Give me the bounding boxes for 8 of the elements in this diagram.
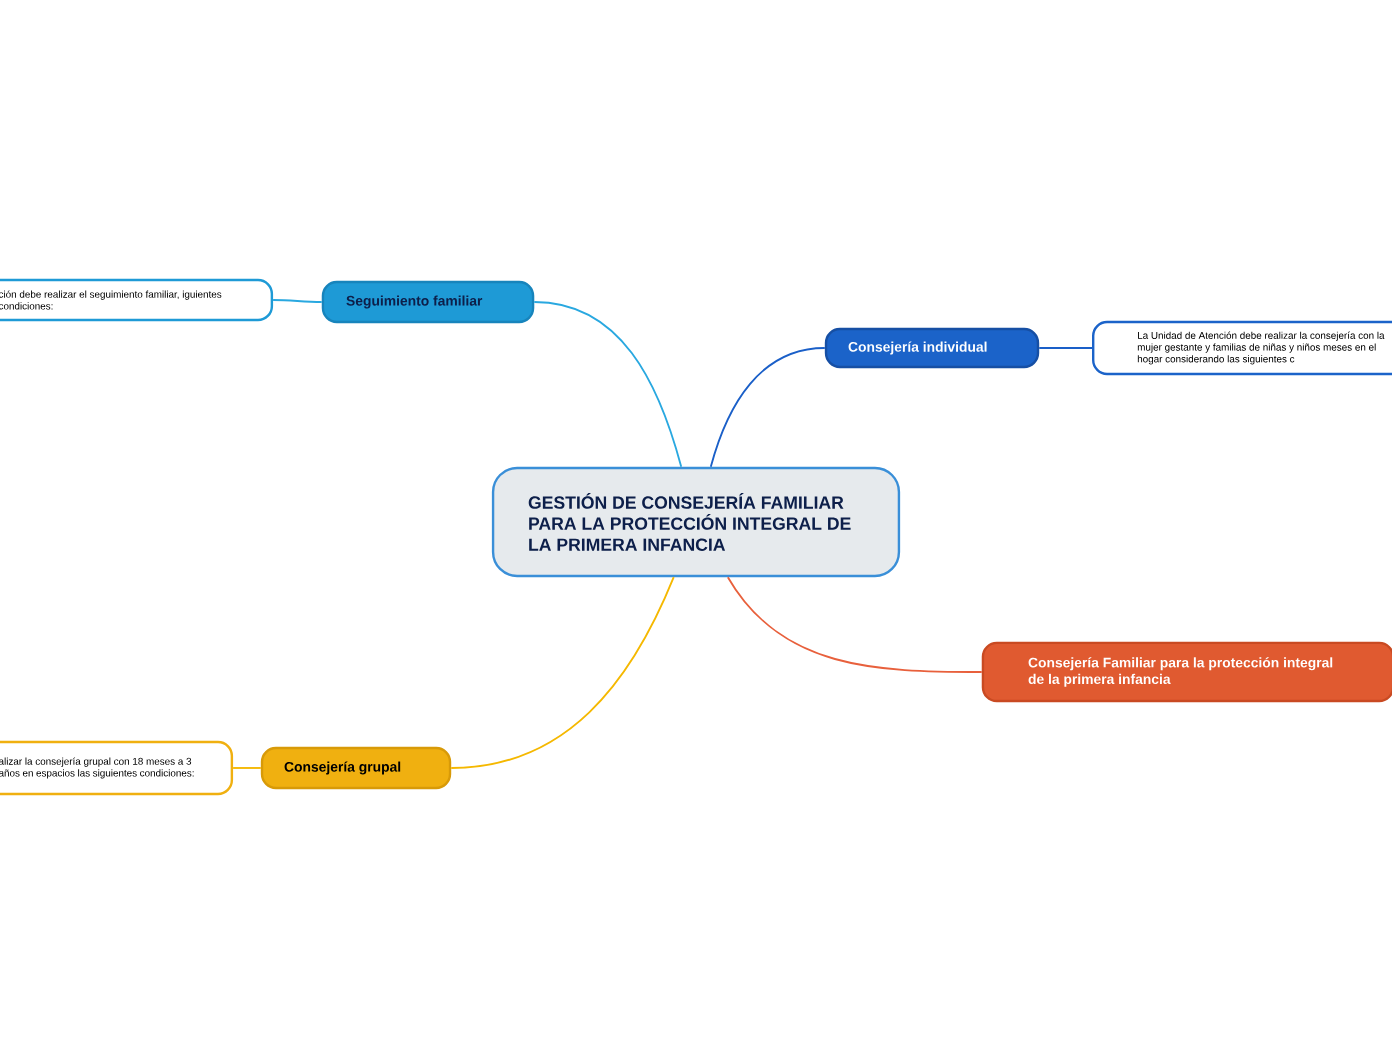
connector bbox=[726, 576, 983, 673]
central-topic-box: GESTIÓN DE CONSEJERÍA FAMILIAR PARA LA PROTECCIÓN INTEGRAL DE LA PRIMERA INFANCIA bbox=[491, 466, 901, 578]
connector bbox=[1038, 347, 1093, 349]
connector bbox=[272, 299, 323, 303]
connector bbox=[232, 767, 262, 769]
connector bbox=[450, 576, 675, 769]
connector bbox=[709, 347, 826, 468]
connector bbox=[533, 301, 683, 468]
